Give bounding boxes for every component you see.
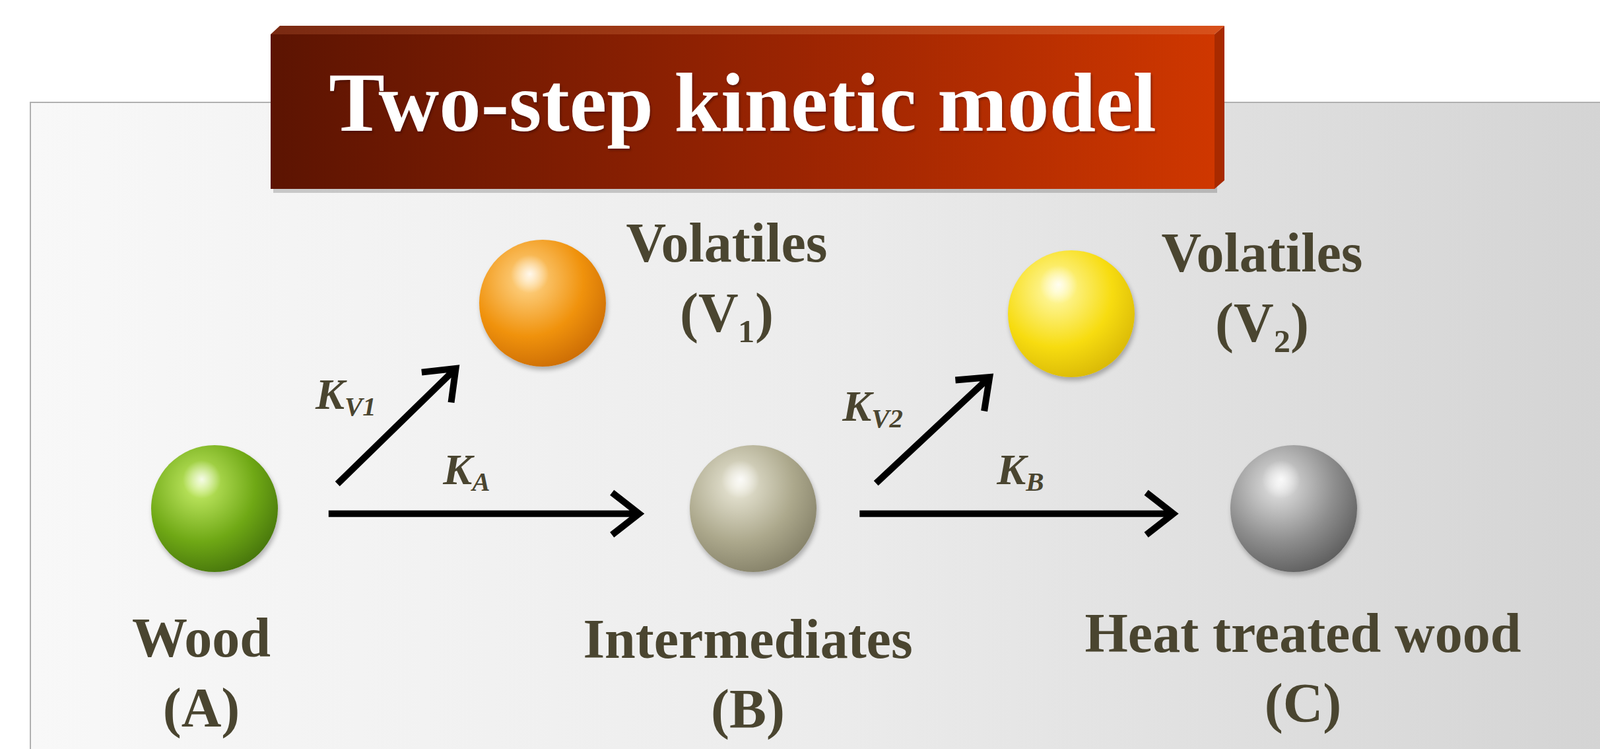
- species-label: Intermediates (B): [563, 603, 933, 744]
- species-node: Wood (A): [112, 442, 290, 746]
- reaction-arrow: [337, 368, 456, 484]
- species-label: Heat treated wood (C): [1065, 598, 1541, 738]
- species-node: Volatiles (V₂): [1005, 215, 1384, 380]
- species-label: Volatiles (V₁): [607, 207, 846, 348]
- species-node: Intermediates (B): [560, 442, 936, 747]
- species-sphere: [151, 444, 278, 572]
- rate-constant-label: KV1: [312, 370, 379, 422]
- reaction-arrow: [328, 492, 639, 535]
- species-sphere: [479, 239, 606, 367]
- rate-constant-label: KB: [994, 446, 1047, 498]
- rate-constant-label: KA: [440, 446, 493, 498]
- species-sphere: [1230, 444, 1358, 572]
- species-label: Volatiles (V₂): [1143, 217, 1381, 358]
- species-sphere: [1007, 250, 1135, 377]
- species-node: Heat treated wood (C): [1062, 442, 1544, 741]
- species-node: Volatiles (V₁): [476, 205, 849, 369]
- species-sphere: [689, 444, 817, 572]
- species-label: Wood (A): [115, 602, 288, 743]
- title-text: Two-step kinetic model: [328, 60, 1156, 145]
- rate-constant-label: KV2: [839, 382, 906, 434]
- reaction-arrow: [859, 492, 1173, 535]
